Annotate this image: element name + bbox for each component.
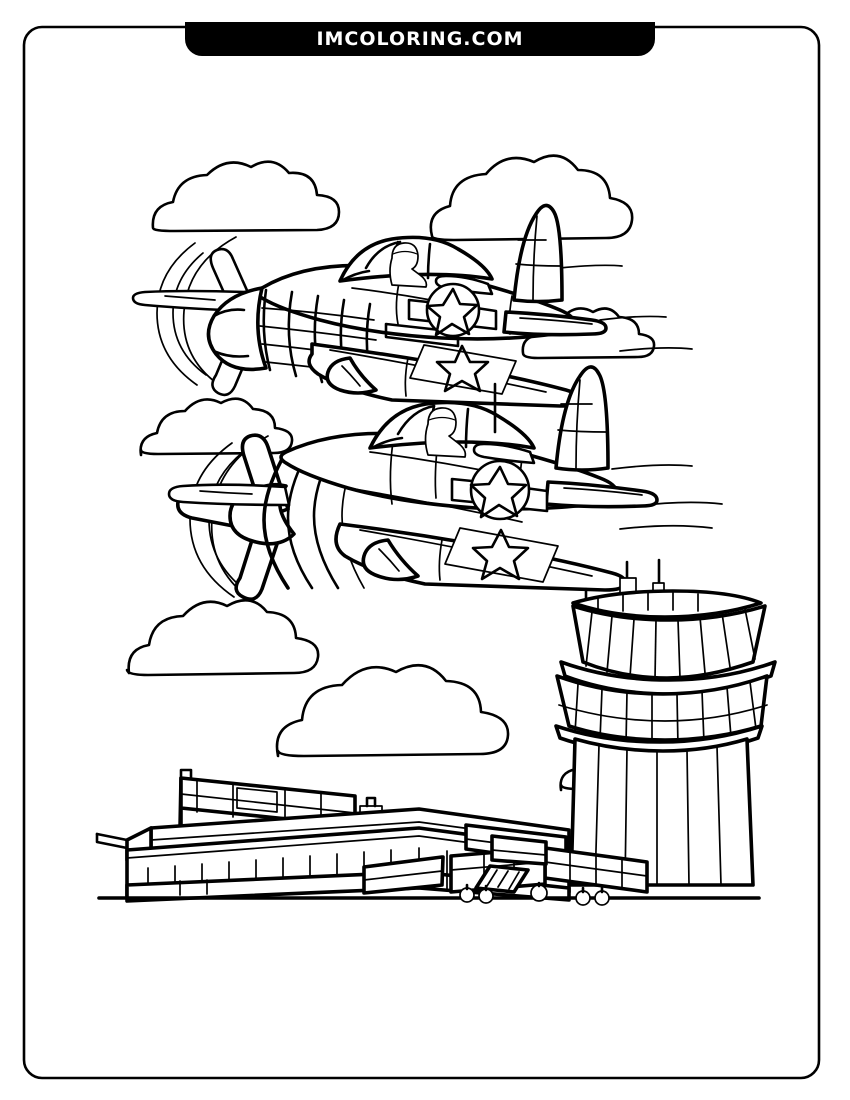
tower-upper-mullions	[585, 608, 756, 680]
lower-left-wing	[167, 483, 291, 507]
lower-h-stab-far	[472, 442, 536, 465]
tower-shaft	[569, 737, 755, 887]
control-tower	[554, 558, 777, 887]
upper-vertical-tail	[512, 203, 564, 304]
speed-line-4	[611, 464, 693, 470]
upper-wing-star	[409, 344, 517, 395]
upper-canopy	[338, 235, 494, 288]
jet-bridge-left-wheels	[459, 883, 494, 904]
cloud-2	[429, 154, 634, 242]
speed-line-1	[559, 264, 623, 269]
lower-canopy	[368, 400, 536, 458]
tower-upper-deck	[571, 604, 767, 680]
tower-cap	[571, 589, 763, 619]
upper-nose-cone	[206, 286, 268, 372]
lower-airplane	[167, 365, 659, 603]
speed-line-3	[619, 347, 693, 352]
upper-h-stab-near	[502, 310, 608, 337]
lower-fuselage-roundel	[450, 459, 549, 521]
cloud-6	[275, 664, 510, 758]
speed-line-2	[599, 315, 667, 321]
watermark-label: IMCOLORING.COM	[316, 28, 524, 50]
lower-vertical-tail	[554, 365, 610, 472]
lower-wing-star	[444, 527, 559, 583]
cloud-5	[125, 598, 320, 677]
jet-bridge-head	[490, 834, 548, 866]
tower-lower-deck	[555, 674, 769, 742]
jet-bridge-right-wheels	[575, 886, 610, 906]
upper-airplane	[131, 203, 608, 408]
jet-bridge-center-wheels	[530, 881, 548, 902]
speed-line-6	[619, 524, 713, 530]
cloud-1	[151, 160, 341, 233]
watermark-banner: IMCOLORING.COM	[185, 22, 655, 56]
upper-fuselage-roundel	[407, 282, 498, 338]
jet-bridges	[362, 834, 649, 906]
lower-drop-tank	[361, 538, 420, 582]
jet-bridge-stairs	[474, 864, 530, 894]
